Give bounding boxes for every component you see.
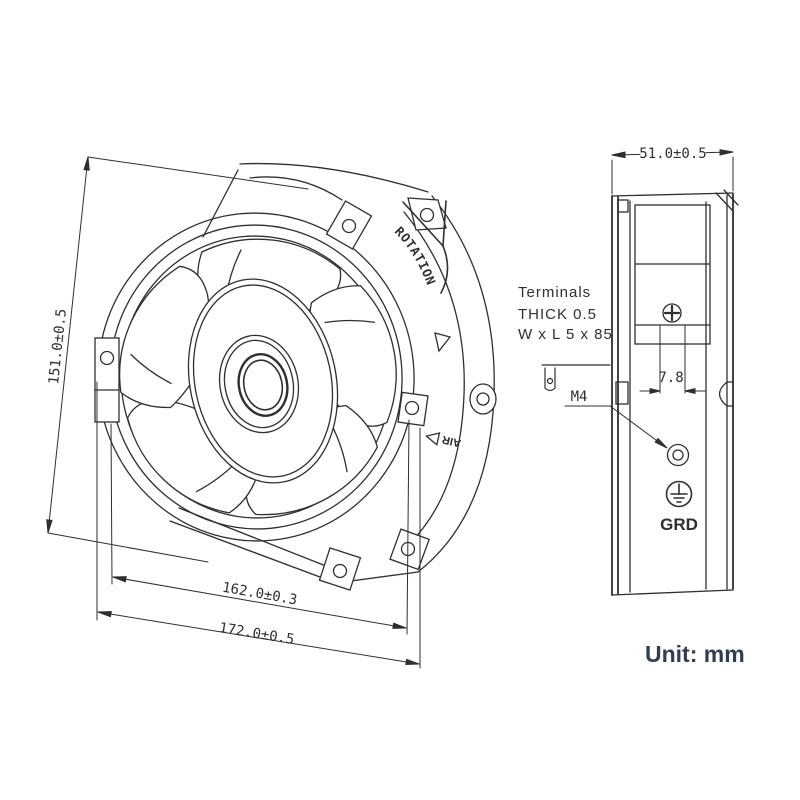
terminals-note-line1: Terminals (518, 284, 591, 301)
dim-terminal-arrow-right (684, 387, 696, 395)
side-right-notch (718, 381, 728, 407)
side-top-chamfer-slash (723, 189, 739, 206)
front-bottom-flat-inner (178, 507, 332, 569)
dim-width-outer-arrow-right (405, 658, 420, 666)
rear-flange-right-inner (403, 211, 465, 546)
rear-flange-top-inner (249, 176, 343, 201)
dim-terminal-spacing: 7.8 (639, 370, 706, 395)
side-top-edge (611, 192, 734, 197)
air-flow-marking: AIR (425, 432, 462, 449)
air-flow-arrow (425, 432, 441, 446)
m4-hole-inner (672, 449, 684, 461)
m4-hole-outer (666, 443, 690, 467)
front-bottom-flat-outer (169, 520, 337, 584)
unit-label: Unit: mm (645, 641, 745, 667)
dim-width-inner-arrow-right (392, 622, 407, 629)
rotation-direction-triangle (434, 332, 452, 353)
terminal-block (634, 204, 711, 394)
side-left-notch (615, 381, 629, 405)
terminals-note-line2: THICK 0.5 (518, 306, 597, 323)
rear-flange-top-outer (239, 162, 429, 193)
dim-height-ext-bottom (47, 532, 209, 563)
mounting-hole-right (404, 400, 420, 416)
ground-label: GRD (660, 515, 698, 534)
mounting-hole-top (341, 218, 357, 234)
m4-leader-arrow (654, 437, 668, 449)
terminal-screw (662, 303, 682, 323)
dim-width-outer-arrow-left (97, 610, 112, 618)
mounting-hole-bottom (332, 563, 348, 579)
side-top-chamfer (715, 192, 734, 212)
dim-depth-arrow-right (719, 149, 734, 156)
mounting-hole-left (99, 350, 115, 366)
rotation-arrow (402, 200, 447, 247)
mounting-ear-left (94, 337, 120, 423)
side-bottom-edge (611, 589, 734, 596)
dim-terminal-arrow-left (649, 387, 661, 395)
ground-symbol (665, 480, 693, 508)
dim-height: 151.0±0.5 (46, 156, 309, 563)
hub-outer-inner-line (192, 284, 334, 478)
dim-width-inner-ext-left (110, 423, 113, 585)
dim-depth-text: 51.0±0.5 (639, 146, 706, 162)
dim-width-inner-line (112, 576, 407, 629)
mounting-ears (94, 197, 497, 591)
terminals-note-line3: W x L 5 x 85 (518, 326, 613, 343)
dim-height-line (47, 156, 89, 534)
side-view: 7.8 GRD 51.0±0.5 (518, 146, 739, 596)
terminal-clip-hole (546, 377, 554, 385)
dim-height-arrow-bottom (46, 519, 53, 534)
ground-symbol-circle (665, 480, 693, 508)
dim-depth: 51.0±0.5 (611, 146, 734, 195)
rotation-arrow-tail (440, 245, 449, 294)
hub (187, 278, 339, 484)
m4-callout: M4 (564, 389, 668, 449)
hub-center-hole-outer (237, 353, 289, 417)
m4-label: M4 (571, 389, 588, 405)
hub-ring-outer (218, 334, 300, 434)
mounting-hole-top-right (419, 207, 435, 223)
hub-center-hole-inner (242, 359, 284, 411)
terminal-clip-detail (541, 364, 611, 392)
dim-height-arrow-top (83, 156, 90, 171)
air-flow-label: AIR (441, 433, 462, 449)
top-flat-left-edge (202, 169, 239, 238)
m4-leader-line (609, 405, 665, 447)
side-top-left-step (617, 199, 629, 213)
dim-width-inner-ext-right (406, 419, 410, 635)
terminals-note: Terminals THICK 0.5 W x L 5 x 85 (518, 284, 613, 343)
hub-outer (187, 278, 339, 484)
terminal-clip-outline (544, 367, 556, 392)
rim-boss-hole (476, 392, 490, 406)
hub-ring-inner (223, 339, 295, 429)
dim-height-text: 151.0±0.5 (46, 308, 70, 385)
terminal-block-body (634, 204, 711, 345)
dim-terminal-text: 7.8 (658, 370, 683, 386)
dim-width-outer-line (97, 611, 420, 665)
dim-depth-arrow-left (611, 151, 626, 159)
dim-width-inner-arrow-left (112, 576, 127, 583)
dim-height-ext-top (87, 156, 309, 190)
